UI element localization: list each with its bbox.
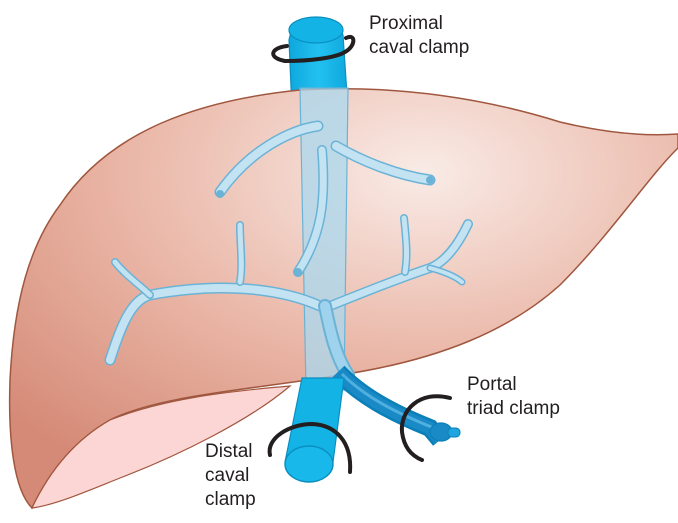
distal-caval-clamp-label: Distal caval clamp xyxy=(205,440,256,512)
portal-triad xyxy=(338,372,460,441)
proximal-caval-clamp-label: Proximal caval clamp xyxy=(369,12,469,60)
portal-triad-clamp-label: Portal triad clamp xyxy=(467,373,560,421)
